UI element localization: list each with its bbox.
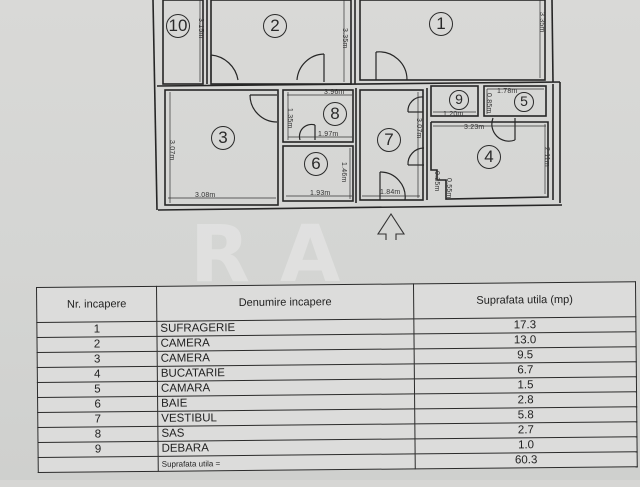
cell-room-number: 4: [37, 366, 158, 383]
room-number-4: 4: [477, 145, 501, 169]
floor-plan-walls: [152, 0, 563, 240]
room-number-2: 2: [263, 14, 287, 38]
dimension-room5-width: 1.78m: [497, 88, 518, 95]
dimension-room6-width: 1.93m: [310, 190, 331, 197]
cell-room-number: 5: [37, 381, 158, 398]
room-number-5: 5: [514, 92, 534, 112]
header-room-number: Nr. incapere: [36, 286, 157, 323]
cell-room-number: 8: [37, 426, 158, 443]
dimension-room10-height: 3.15m: [197, 18, 204, 39]
dimension-room4-width: 3.23m: [464, 124, 485, 131]
dimension-room7-width: 1.84m: [380, 189, 401, 196]
room-number-8: 8: [323, 102, 347, 126]
dimension-room9-width: 1.20m: [443, 111, 464, 118]
entrance-arrow-icon: [376, 212, 406, 240]
dimension-room4-notch-a: 0.25m: [433, 171, 440, 192]
room-area-table: Nr. incapere Denumire incapere Suprafata…: [36, 281, 638, 473]
header-usable-area: Suprafata utila (mp): [413, 281, 636, 319]
room-number-7: 7: [377, 128, 401, 152]
room-number-6: 6: [304, 152, 328, 176]
dimension-room4-notch-b: 0.55m: [445, 178, 452, 199]
cell-empty: [38, 456, 159, 473]
dimension-room6-height: 1.46m: [340, 162, 347, 183]
dimension-room8-width-bottom: 1.97m: [318, 131, 339, 138]
dimension-room7-height: 3.07m: [415, 118, 422, 139]
dimension-room8-width-top: 3.96m: [324, 89, 345, 96]
dimension-room5-height: 0.85m: [485, 93, 492, 114]
header-room-name: Denumire incapere: [156, 283, 414, 322]
cell-room-number: 7: [37, 411, 158, 428]
cell-room-number: 2: [36, 336, 158, 353]
cell-room-number: 3: [37, 351, 158, 368]
dimension-room3-height: 3.07m: [168, 140, 175, 161]
room-area-table-container: Nr. incapere Denumire incapere Suprafata…: [36, 281, 640, 487]
dimension-room1-height: 3.35m: [538, 12, 545, 33]
cell-room-number: 9: [37, 441, 159, 458]
floor-plan: 10 2 1 3 8 6 7 9 5 4 3.15m 3.35m 3.35m 3…: [0, 0, 640, 240]
room-number-3: 3: [211, 126, 235, 150]
dimension-room3-width: 3.08m: [195, 192, 216, 199]
room-number-10: 10: [166, 14, 190, 38]
cell-room-number: 6: [37, 396, 158, 413]
table-header-row: Nr. incapere Denumire incapere Suprafata…: [36, 281, 636, 323]
room-number-9: 9: [449, 90, 469, 110]
room-number-1: 1: [429, 12, 453, 36]
dimension-room4-height: 2.11m: [543, 147, 550, 167]
total-area-label: Suprafata utila =: [158, 453, 416, 472]
total-area-value: 60.3: [415, 451, 638, 469]
cell-room-number: 1: [36, 321, 157, 338]
dimension-room8-height: 1.35m: [286, 108, 293, 129]
dimension-room2-height: 3.35m: [341, 28, 348, 49]
